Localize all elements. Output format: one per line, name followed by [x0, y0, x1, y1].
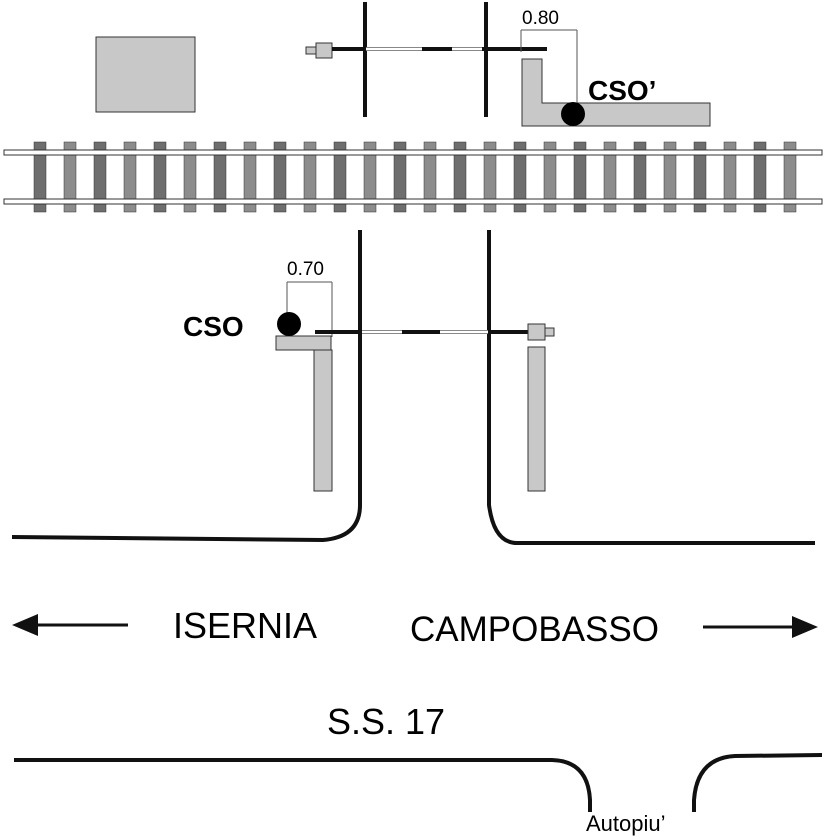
track-sleeper — [33, 141, 47, 213]
bottom-island-cap — [275, 335, 332, 351]
right-direction-arrow — [703, 616, 818, 638]
track-sleeper — [483, 141, 497, 213]
bottom-dimension: 0.70 — [286, 259, 333, 337]
bottom-island-left — [313, 349, 333, 492]
track-sleeper — [63, 141, 77, 213]
top-barrier-motor — [315, 42, 333, 59]
building-block — [95, 36, 196, 113]
top-signal — [561, 102, 585, 126]
track-sleeper — [93, 141, 107, 213]
track-sleeper — [213, 141, 227, 213]
track-sleeper — [393, 141, 407, 213]
railway-track — [3, 141, 823, 213]
main-road-edge-left — [14, 758, 592, 812]
bottom-barrier — [315, 323, 555, 341]
bottom-barrier-counterweight — [544, 327, 555, 337]
left-direction-label: ISERNIA — [173, 605, 317, 646]
road-name-label: S.S. 17 — [327, 701, 445, 742]
track-sleepers — [33, 141, 797, 213]
right-direction-label: CAMPOBASSO — [410, 610, 659, 649]
track-sleeper — [423, 141, 437, 213]
bottom-dimension-label: 0.70 — [287, 259, 324, 280]
top-barrier — [305, 42, 547, 59]
track-sleeper — [243, 141, 257, 213]
left-direction-arrow — [12, 614, 128, 636]
track-sleeper — [693, 141, 707, 213]
track-sleeper — [123, 141, 137, 213]
track-sleeper — [783, 141, 797, 213]
top-dimension-label: 0.80 — [522, 8, 559, 29]
bottom-island-right — [527, 346, 546, 492]
track-sleeper — [153, 141, 167, 213]
main-road-edge-right — [692, 753, 823, 812]
side-road-label: Autopiu’ — [586, 811, 666, 836]
track-sleeper — [363, 141, 377, 213]
track-sleeper — [453, 141, 467, 213]
bottom-signal — [277, 312, 301, 336]
bottom-road-edge-left — [11, 230, 362, 543]
track-sleeper — [183, 141, 197, 213]
track-sleeper — [513, 141, 527, 213]
track-sleeper — [663, 141, 677, 213]
bottom-road-edge-right — [487, 230, 815, 545]
track-sleeper — [573, 141, 587, 213]
rail-bottom — [3, 198, 823, 205]
track-sleeper — [603, 141, 617, 213]
track-sleeper — [303, 141, 317, 213]
track-sleeper — [723, 141, 737, 213]
track-sleeper — [633, 141, 647, 213]
track-sleeper — [753, 141, 767, 213]
track-sleeper — [333, 141, 347, 213]
rail-top — [3, 149, 823, 156]
top-barrier-counterweight — [305, 46, 317, 55]
bottom-signal-label: CSO — [183, 311, 244, 342]
top-dimension: 0.80 — [520, 8, 578, 103]
track-sleeper — [273, 141, 287, 213]
top-signal-label: CSO’ — [588, 75, 656, 106]
track-sleeper — [543, 141, 557, 213]
bottom-barrier-motor — [527, 323, 546, 341]
